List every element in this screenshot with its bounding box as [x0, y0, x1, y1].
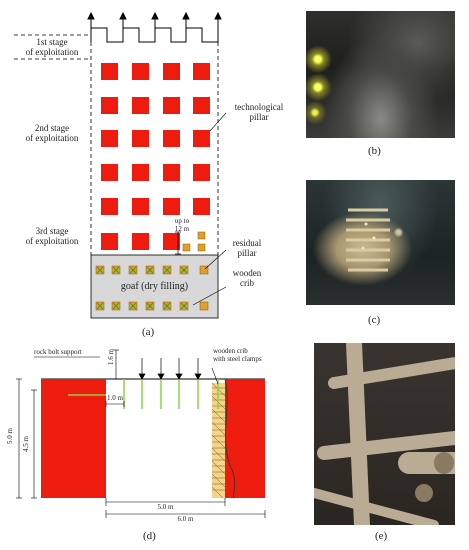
panel-d-dimensions	[16, 349, 266, 518]
panel-d-leaders	[34, 356, 219, 385]
caption-d: (d)	[143, 530, 156, 542]
dim-1-0m: 1.0 m	[107, 394, 123, 402]
rock-bolt-label: rock bolt support	[34, 348, 82, 356]
wooden-crib-section	[211, 378, 236, 499]
panel-a-arrows	[87, 11, 222, 28]
panel-boundaries	[90, 28, 219, 255]
upto-dimension	[175, 231, 181, 255]
photo-c-crib-sketch	[346, 208, 390, 272]
photo-e-timber-sketch	[314, 343, 455, 525]
support-arrows	[138, 358, 202, 380]
technological-pillars	[101, 63, 210, 250]
caption-b: (b)	[368, 145, 381, 157]
stage-separators	[14, 34, 91, 60]
small-cribs-upper	[182, 231, 206, 252]
photo-b	[306, 11, 455, 138]
dim-5-0m-horizontal: 5.0 m	[157, 503, 174, 511]
caption-a: (a)	[142, 326, 155, 338]
caption-e: (e)	[375, 530, 388, 542]
photo-c	[306, 180, 455, 305]
panel-a-leaders	[192, 112, 227, 306]
goaf-label: goaf (dry filling)	[120, 281, 189, 292]
crib-cross-marks	[96, 266, 188, 310]
dim-4-5m: 4.5 m	[22, 436, 30, 452]
dim-6-0m: 6.0 m	[177, 515, 194, 523]
caption-c: (c)	[368, 314, 381, 326]
dim-1-6m: 1.6 m	[107, 349, 115, 365]
dim-5-0m-vertical: 5.0 m	[6, 428, 14, 444]
photo-e	[314, 343, 455, 525]
right-pillar	[225, 379, 265, 498]
stage1-outline	[90, 27, 219, 43]
left-pillar	[41, 379, 106, 498]
